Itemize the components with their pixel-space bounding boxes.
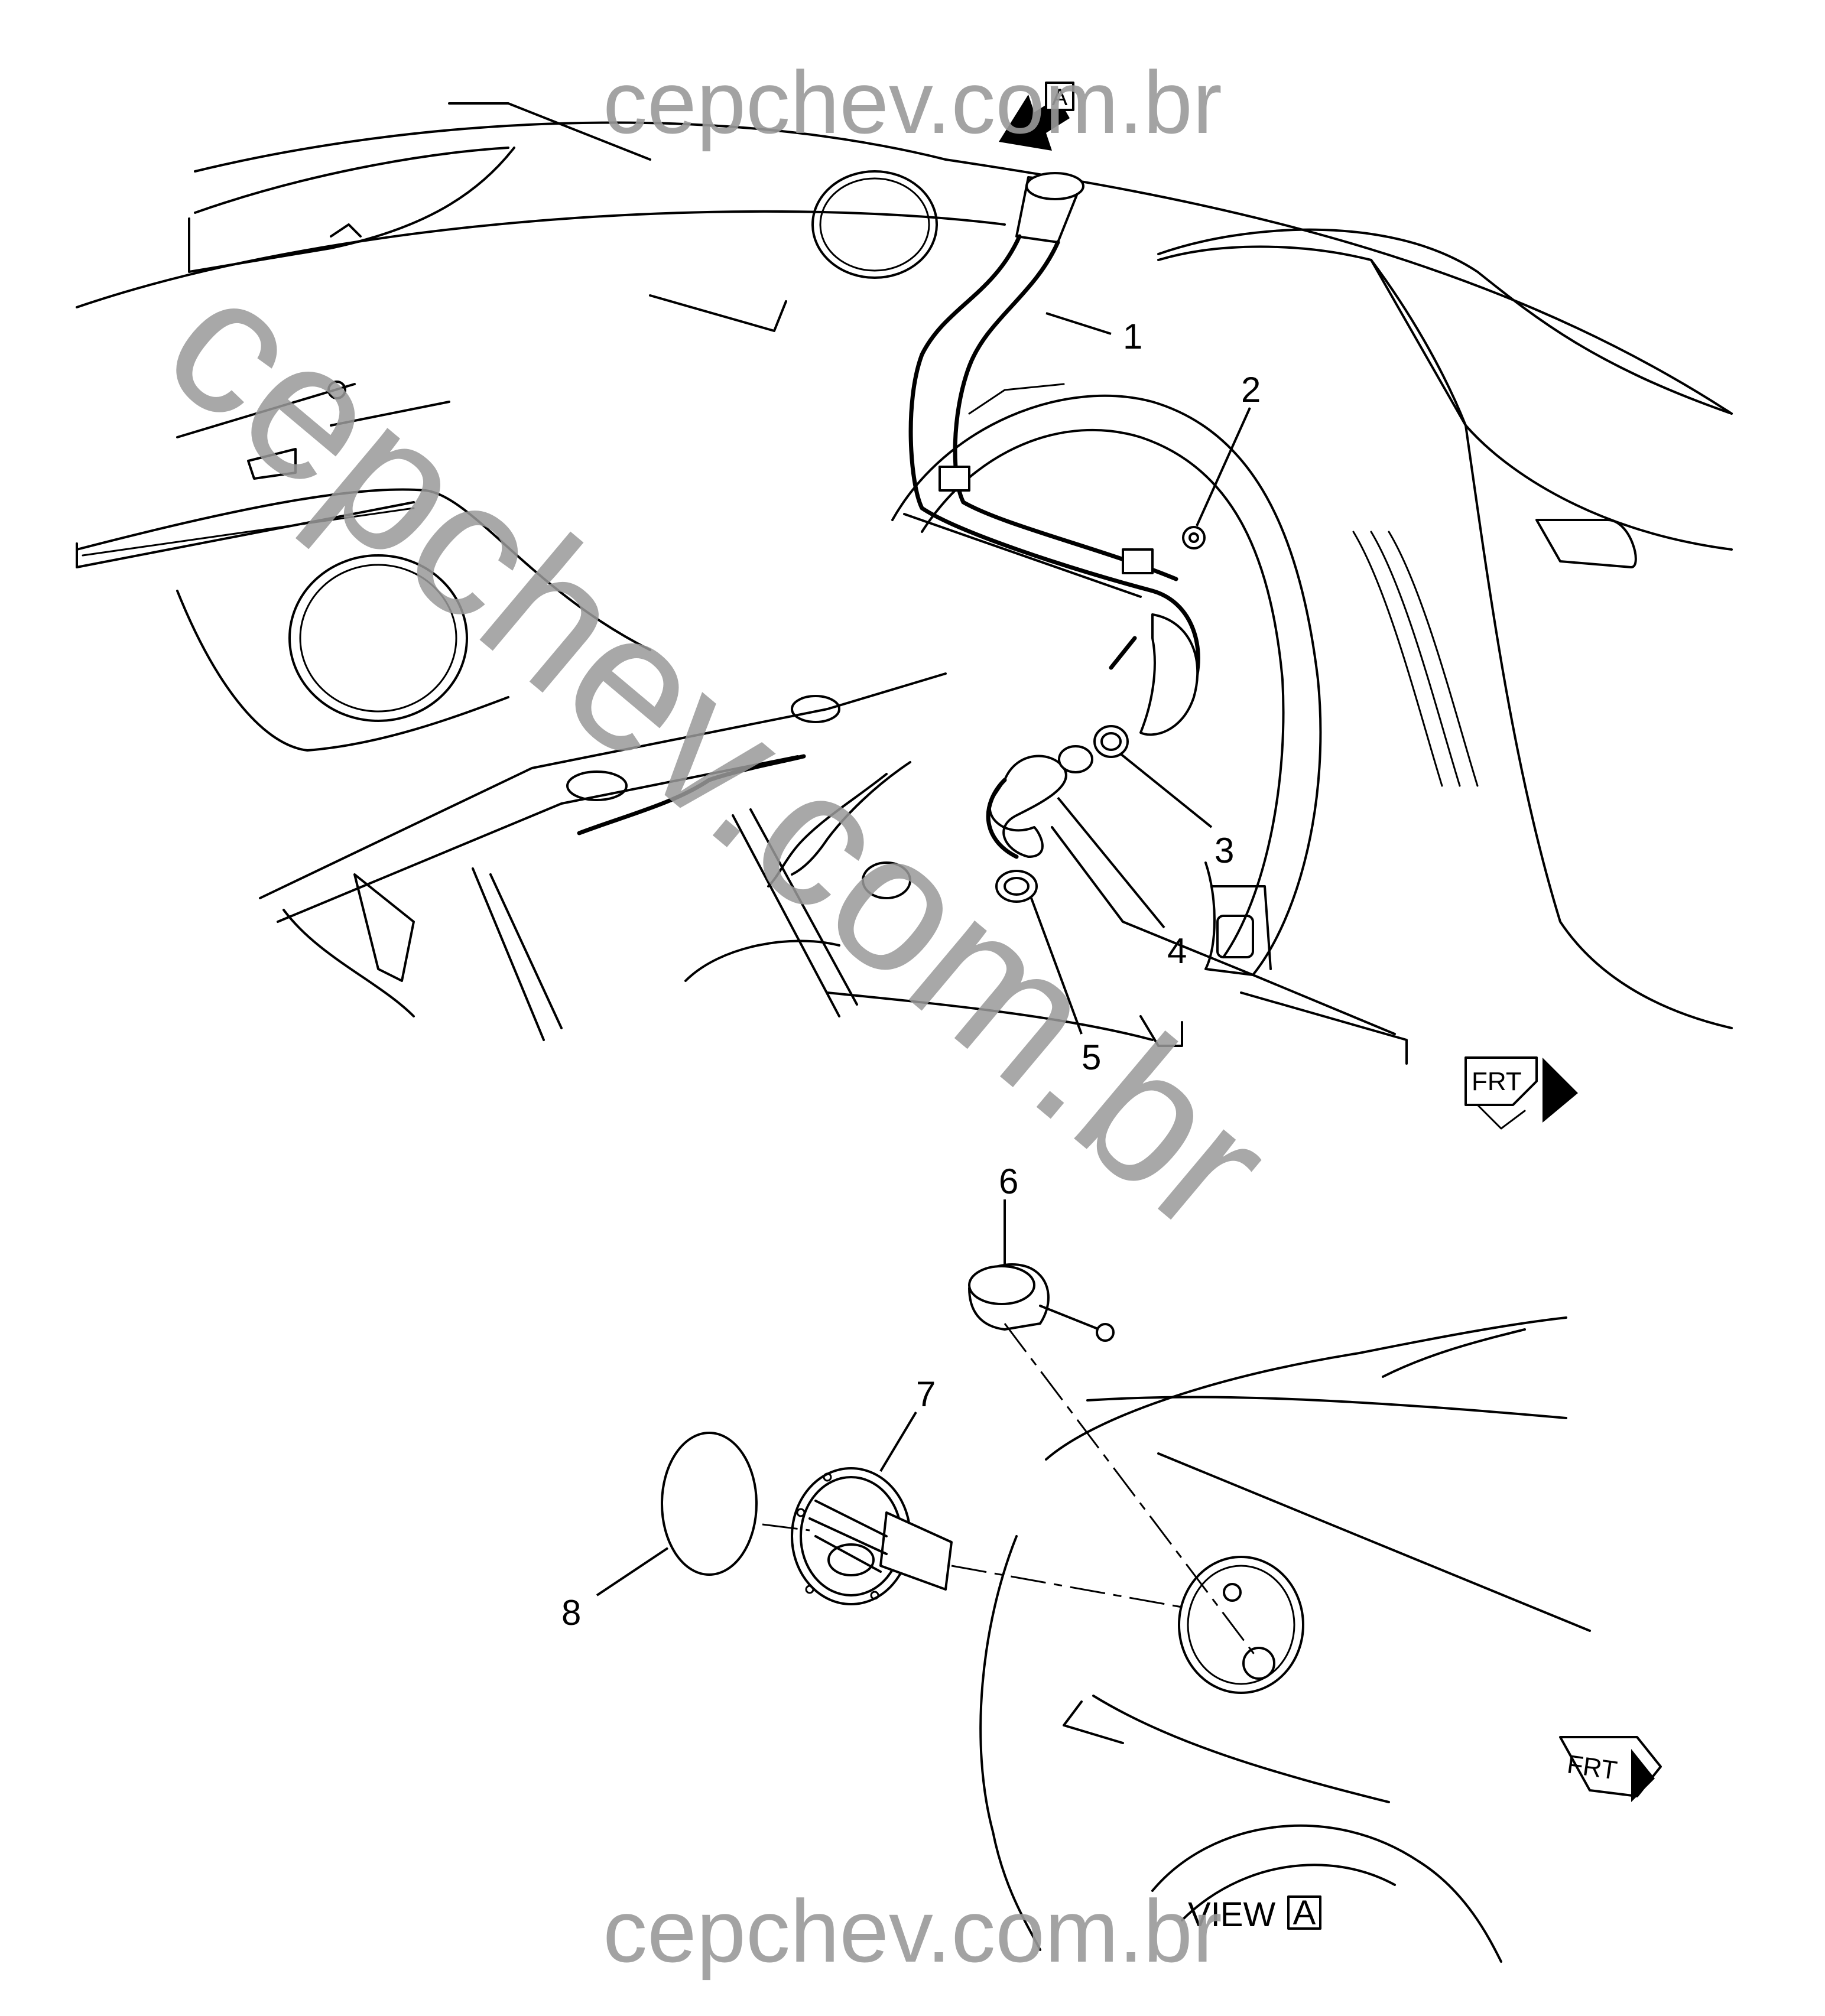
leader-8 (596, 1547, 669, 1596)
callout-3: 3 (1214, 831, 1234, 870)
view-a-drawing (596, 1199, 1662, 1963)
fuel-filler-pipe-part-1 (903, 172, 1200, 736)
fuel-filler-hose-part-4 (986, 745, 1093, 859)
callout-7: 7 (916, 1374, 936, 1414)
frt-label-lower: FRT (1566, 1750, 1619, 1785)
fuel-door-seal-part-8 (661, 1432, 758, 1576)
leader-3 (1119, 752, 1213, 828)
frt-label-upper: FRT (1472, 1067, 1522, 1096)
view-label-box-letter: A (1293, 1894, 1316, 1932)
watermark-top: cepchev.com.br (603, 53, 1222, 152)
callout-8: 8 (561, 1593, 581, 1633)
leader-1 (1045, 312, 1112, 335)
callout-1: 1 (1123, 317, 1142, 356)
callout-4: 4 (1167, 931, 1187, 971)
hose-clamp-part-3 (1093, 725, 1129, 758)
callout-5: 5 (1082, 1038, 1101, 1077)
bolt-part-2 (1182, 526, 1206, 549)
front-direction-arrow-icon (1559, 1736, 1662, 1802)
view-a-arrow-label: A (1052, 84, 1068, 110)
fuel-cap-part-6 (968, 1263, 1115, 1342)
callout-2: 2 (1241, 370, 1261, 409)
leader-2 (1196, 407, 1251, 526)
watermark-diagonal: cepchev.com.br (126, 231, 1311, 1274)
view-a-arrow-icon: A (999, 82, 1074, 151)
front-direction-arrow-icon (1464, 1056, 1578, 1130)
callout-6: 6 (999, 1162, 1018, 1201)
fuel-door-housing-part-7 (791, 1467, 953, 1605)
watermark-bottom: cepchev.com.br (603, 1881, 1222, 1981)
leader-7 (879, 1411, 917, 1472)
view-label-box (1287, 1895, 1321, 1930)
view-label: VIEW (1188, 1895, 1275, 1934)
hose-clamp-part-5 (995, 870, 1038, 903)
leader-4 (1057, 796, 1165, 929)
vehicle-rear-body-drawing (76, 102, 1733, 1130)
leader-5 (1030, 898, 1083, 1035)
